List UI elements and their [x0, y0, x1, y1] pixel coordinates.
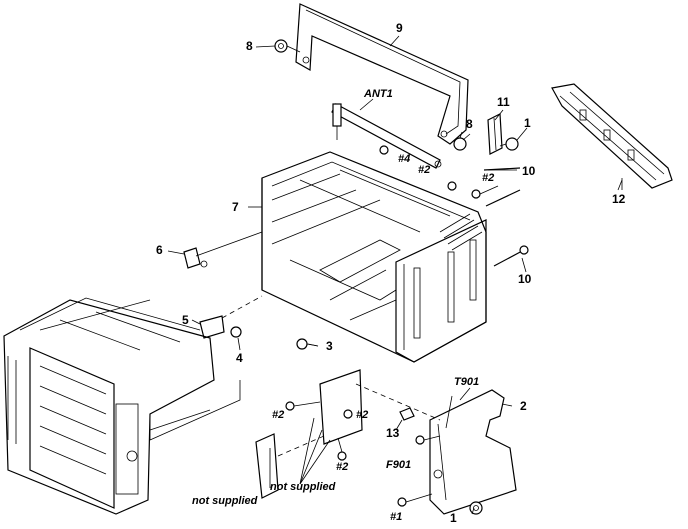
small-parts-group: [285, 369, 363, 461]
label-not-supplied-left: not supplied: [192, 495, 258, 507]
label-screw-1: #1: [390, 511, 403, 523]
label-part-8-left: 8: [246, 39, 253, 53]
label-part-4: 4: [236, 351, 243, 365]
label-part-11: 11: [497, 95, 510, 109]
part-10-rods: [483, 167, 529, 267]
label-part-1-top: 1: [524, 116, 531, 130]
antenna-ant1: [331, 103, 442, 169]
part-2-board: [355, 383, 517, 515]
part-4-screw: [230, 326, 242, 338]
part-6-clip: [183, 231, 263, 269]
part-3-washer: [296, 338, 319, 350]
screw-1-bottom: [397, 493, 433, 507]
label-part-10-right: 10: [518, 272, 532, 286]
fuse-f901: [415, 435, 441, 445]
label-part-3: 3: [326, 339, 333, 353]
label-part-12: 12: [612, 192, 626, 206]
label-screw-2e: #2: [336, 461, 349, 473]
label-part-7: 7: [232, 200, 239, 214]
part-8-screw-right: [453, 131, 467, 151]
part-12-panel: [551, 83, 673, 190]
label-not-supplied-right: not supplied: [270, 481, 336, 493]
part-1-screw-bottom: [469, 501, 483, 515]
main-chassis-7: [261, 151, 487, 363]
label-screw-2b: #2: [482, 172, 495, 184]
part-8-screw-left: [274, 39, 301, 53]
part-1-screw-top: [499, 137, 519, 151]
label-part-2: 2: [520, 399, 527, 413]
label-screw-2c: #2: [272, 409, 285, 421]
label-part-5: 5: [182, 313, 189, 327]
label-screw-2a: #2: [418, 164, 431, 176]
part-9-handle: [295, 3, 469, 145]
label-t901: T901: [454, 376, 480, 388]
label-screw-2d: #2: [356, 409, 369, 421]
label-f901: F901: [386, 459, 412, 471]
top-screws: [379, 145, 499, 199]
part-5-bracket: [199, 295, 263, 339]
label-part-10-top: 10: [522, 164, 536, 178]
label-part-8-right: 8: [466, 117, 473, 131]
part-11-bracket: [487, 113, 503, 155]
leader-lines: [167, 35, 623, 515]
label-screw-4: #4: [398, 153, 411, 165]
part-13-fuse: [399, 407, 415, 421]
label-ant1: ANT1: [364, 88, 393, 100]
assembled-unit: [3, 297, 241, 515]
label-part-9: 9: [396, 21, 403, 35]
not-supplied-parts: [255, 417, 331, 499]
label-part-6: 6: [156, 243, 163, 257]
label-part-1-bottom: 1: [450, 511, 457, 525]
label-part-13: 13: [386, 426, 400, 440]
